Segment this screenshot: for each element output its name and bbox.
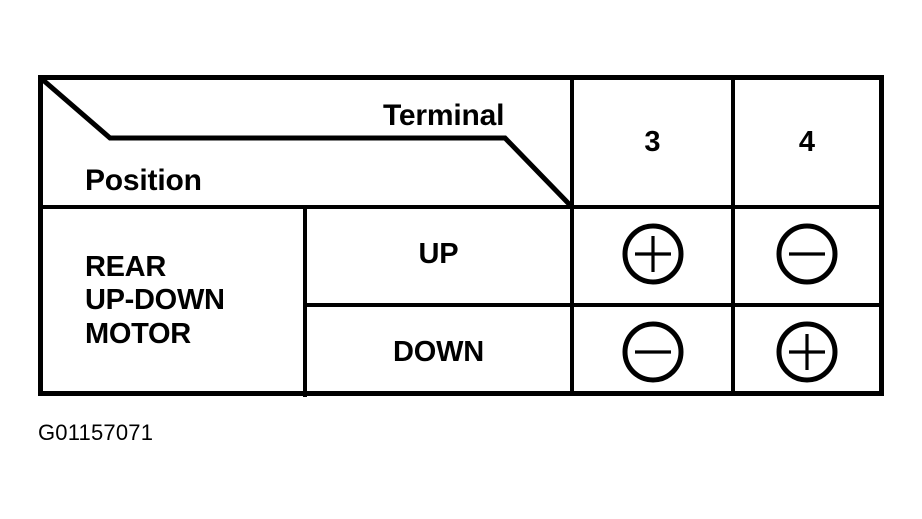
- terminal-position-table: Terminal Position 3 4 REAR UP-DOWN MOTOR…: [38, 75, 884, 397]
- signal-cell-up-terminal-3: [574, 205, 731, 303]
- header-label-terminal: Terminal: [383, 99, 505, 132]
- signal-cell-up-terminal-4: [735, 205, 879, 303]
- component-label: REAR UP-DOWN MOTOR: [43, 205, 303, 397]
- header-label-position: Position: [85, 164, 202, 197]
- terminal-header-4: 4: [798, 126, 816, 158]
- figure-caption: G01157071: [38, 420, 154, 445]
- rule-mode-terminal3-divider: [570, 80, 574, 391]
- signal-cell-down-terminal-4: [735, 307, 879, 397]
- terminal-header-3: 3: [644, 126, 661, 158]
- circled-minus-icon: [622, 321, 683, 383]
- circled-plus-icon: [622, 223, 683, 285]
- mode-cell-up: UP: [418, 237, 459, 270]
- signal-cell-down-terminal-3: [574, 307, 731, 397]
- rule-component-mode-divider: [303, 205, 307, 397]
- component-label-line-1: REAR: [85, 250, 166, 283]
- rule-header-body-divider: [43, 205, 879, 209]
- rule-up-down-divider: [303, 303, 879, 307]
- circled-plus-icon: [776, 321, 838, 383]
- rule-terminal3-terminal4-divider: [731, 80, 735, 391]
- component-label-line-2: UP-DOWN: [85, 284, 225, 317]
- circled-minus-icon: [776, 223, 838, 285]
- component-label-line-3: MOTOR: [85, 317, 191, 350]
- mode-cell-down: DOWN: [392, 335, 484, 368]
